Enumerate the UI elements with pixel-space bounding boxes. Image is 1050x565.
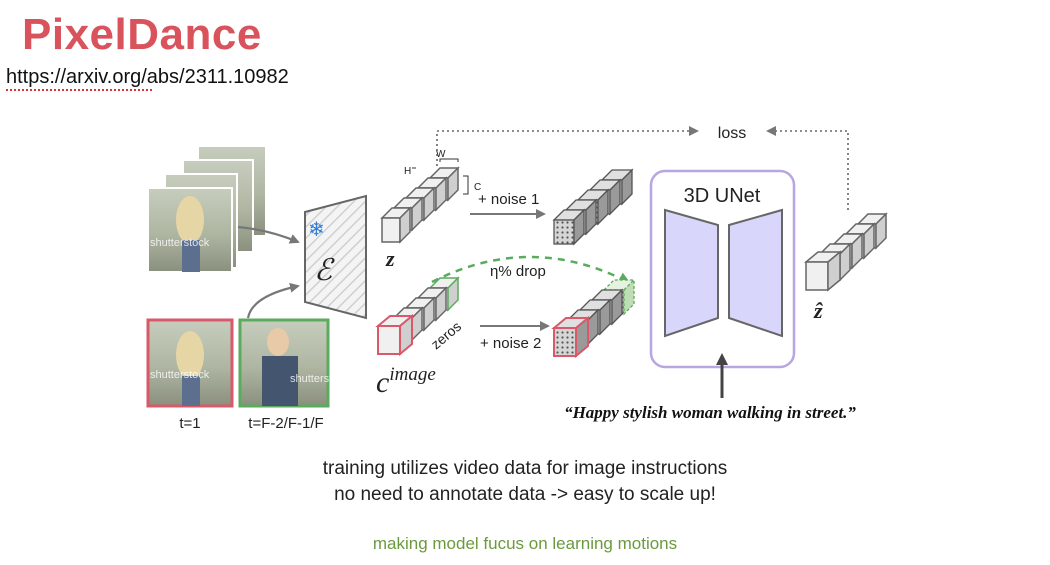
unet-block bbox=[649, 169, 796, 369]
video-frames-stack: shutterstock bbox=[147, 145, 267, 273]
drop-arrow bbox=[431, 255, 631, 284]
z-label: z bbox=[385, 246, 395, 271]
slide-title: PixelDance bbox=[22, 10, 262, 59]
dim-w-bracket bbox=[439, 158, 459, 162]
dim-w-label: W bbox=[436, 149, 446, 160]
text-prompt: “Happy stylish woman walking in street.” bbox=[564, 403, 856, 422]
dim-c-label: C bbox=[474, 182, 481, 193]
watermark-text: shutterstock bbox=[290, 373, 350, 385]
caption-line-2: no need to annotate data -> easy to scal… bbox=[334, 484, 716, 505]
paper-url[interactable]: https://arxiv.org/abs/2311.10982 bbox=[6, 66, 289, 88]
unet-label: 3D UNet bbox=[684, 185, 761, 207]
caption-line-1: training utilizes video data for image i… bbox=[322, 458, 728, 479]
frames-to-encoder-arrow bbox=[237, 225, 300, 244]
noisy-z-cubes bbox=[552, 168, 634, 246]
dim-h-label: H bbox=[404, 166, 411, 177]
zeros-label: zeros bbox=[428, 318, 465, 352]
images-to-encoder-arrow bbox=[246, 282, 300, 319]
tF-label: t=F-2/F-1/F bbox=[248, 415, 323, 432]
z-latent-cubes bbox=[380, 166, 460, 244]
drop-label: η% drop bbox=[490, 263, 546, 280]
motion-note: making model fucus on learning motions bbox=[372, 534, 678, 553]
zhat-to-loss-arrow bbox=[766, 126, 849, 210]
noise2-label: + noise 2 bbox=[480, 335, 541, 352]
encoder-block: ❄ ℰ bbox=[304, 194, 367, 320]
watermark-text: shutterstock bbox=[150, 369, 210, 381]
noise1-label: + noise 1 bbox=[478, 191, 539, 208]
c-image-cubes bbox=[375, 276, 460, 357]
first-frame-image: shutterstock bbox=[146, 318, 234, 408]
t1-label: t=1 bbox=[179, 415, 200, 432]
watermark-text: shutterstock bbox=[150, 237, 210, 249]
encoder-symbol: ℰ bbox=[314, 254, 335, 287]
zhat-label: ẑ bbox=[813, 298, 823, 323]
c-label: cimage bbox=[376, 364, 436, 399]
snowflake-icon: ❄ bbox=[308, 219, 325, 241]
z-to-loss-arrow bbox=[436, 126, 699, 166]
zhat-output-cubes bbox=[803, 212, 888, 292]
last-frames-image: shutterstock bbox=[238, 318, 350, 408]
spellcheck-underline bbox=[6, 89, 154, 91]
loss-label: loss bbox=[718, 125, 746, 142]
dim-c-bracket bbox=[463, 175, 469, 195]
noisy-c-image-cubes bbox=[551, 278, 636, 359]
